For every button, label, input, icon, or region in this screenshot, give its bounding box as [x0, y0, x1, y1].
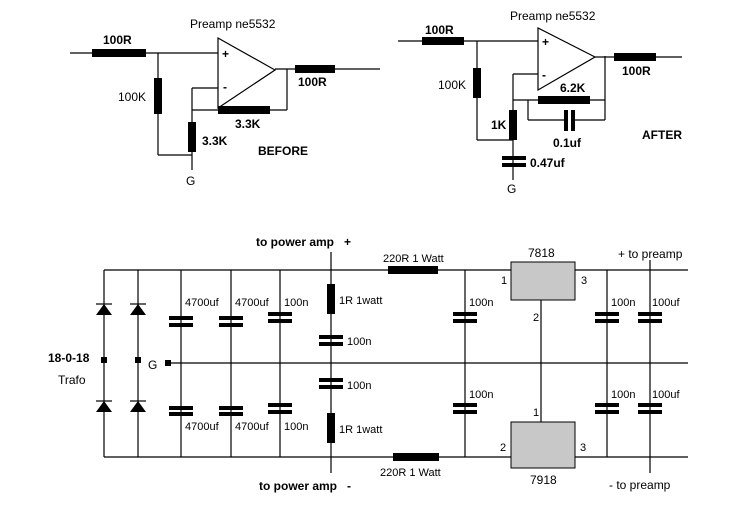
positive-preamp-label: + to preamp — [618, 247, 683, 261]
cap-100n-mid-top-label: 100n — [347, 336, 371, 348]
trafo-label-line2: Trafo — [58, 373, 86, 387]
before-input-resistor-label: 100R — [103, 33, 132, 47]
after-plus-sign: + — [542, 35, 549, 49]
before-gain-resistor-label: 3.3K — [202, 134, 228, 148]
reg-top-pin-3: 3 — [581, 275, 587, 287]
regulator-7818-label: 7818 — [528, 246, 555, 260]
cap-100n-pre-top-label: 100n — [469, 297, 493, 309]
cap-100n-pre-bottom-label: 100n — [469, 389, 493, 401]
bottom-power-amp-sign: - — [347, 479, 351, 493]
diode-3 — [130, 304, 146, 315]
before-circuit: Preamp ne5532 100R 100K 100R 3.3K 3.3K B… — [70, 17, 380, 188]
trafo-terminal-1 — [101, 357, 107, 363]
before-ground-label: G — [186, 174, 195, 188]
after-feedback-resistor — [538, 96, 590, 104]
negative-preamp-label: - to preamp — [609, 478, 671, 492]
after-ground-resistor — [473, 68, 481, 98]
reg-bottom-pin-3: 3 — [580, 442, 586, 454]
r-220r-top — [388, 266, 438, 274]
cap-4700uf-4-label: 4700uf — [235, 421, 270, 433]
r-1r-bottom — [327, 413, 335, 443]
cap-100uf-top-label: 100uf — [652, 297, 680, 309]
after-input-resistor-label: 100R — [425, 23, 454, 37]
ground-terminal — [165, 360, 171, 366]
before-minus-sign: - — [223, 80, 227, 94]
cap-4700uf-2-label: 4700uf — [235, 297, 270, 309]
r-1r-top-label: 1R 1watt — [339, 295, 382, 307]
after-feedback-resistor-label: 6.2K — [560, 81, 586, 95]
regulator-7918-label: 7918 — [530, 473, 557, 487]
after-label: AFTER — [642, 128, 682, 142]
before-plus-sign: + — [222, 47, 229, 61]
trafo-terminal-2 — [135, 357, 141, 363]
after-gain-cap-label: 0.47uf — [530, 156, 566, 170]
r-1r-top — [327, 284, 335, 314]
trafo-label-line1: 18-0-18 — [48, 351, 90, 365]
before-feedback-resistor — [218, 106, 270, 114]
reg-bottom-pin-2: 2 — [500, 442, 506, 454]
before-gain-resistor — [188, 122, 196, 152]
cap-4700uf-3-label: 4700uf — [185, 421, 220, 433]
cap-100n-mid-bottom-label: 100n — [347, 380, 371, 392]
diode-4 — [130, 401, 146, 412]
top-power-amp-label: to power amp — [256, 235, 334, 249]
r-220r-bottom-label: 220R 1 Watt — [380, 467, 441, 479]
bottom-power-amp-label: to power amp — [259, 479, 337, 493]
diode-1 — [96, 304, 112, 315]
r-220r-bottom — [393, 453, 439, 461]
cap-100n-top-left-label: 100n — [284, 297, 308, 309]
after-title: Preamp ne5532 — [510, 9, 596, 23]
after-input-resistor — [422, 37, 464, 45]
reg-bottom-pin-1: 1 — [533, 407, 539, 419]
before-input-resistor — [92, 49, 146, 57]
after-circuit: Preamp ne5532 100R 100K 100R 6.2K 0.1uf … — [398, 9, 682, 196]
after-ground-resistor-label: 100K — [438, 78, 466, 92]
before-title: Preamp ne5532 — [190, 17, 276, 31]
reg-top-pin-2: 2 — [533, 312, 539, 324]
after-feedback-cap-label: 0.1uf — [553, 136, 582, 150]
reg-top-pin-1: 1 — [501, 275, 507, 287]
top-power-amp-sign: + — [344, 235, 351, 249]
ground-label: G — [148, 358, 157, 372]
before-output-resistor-label: 100R — [298, 75, 327, 89]
cap-100n-out-top-label: 100n — [611, 297, 635, 309]
after-gain-resistor — [509, 110, 517, 140]
cap-100n-bottom-left-label: 100n — [284, 421, 308, 433]
cap-4700uf-1-label: 4700uf — [185, 297, 220, 309]
r-220r-top-label: 220R 1 Watt — [383, 253, 444, 265]
before-ground-resistor — [154, 78, 162, 114]
after-gain-resistor-label: 1K — [491, 118, 507, 132]
before-ground-resistor-label: 100K — [118, 90, 146, 104]
cap-100uf-bottom-label: 100uf — [652, 389, 680, 401]
after-output-resistor — [614, 53, 656, 61]
regulator-7918 — [510, 421, 576, 469]
r-1r-bottom-label: 1R 1watt — [339, 424, 382, 436]
regulator-7818 — [510, 261, 576, 301]
before-feedback-resistor-label: 3.3K — [235, 117, 261, 131]
before-label: BEFORE — [258, 144, 308, 158]
cap-100n-out-bottom-label: 100n — [611, 389, 635, 401]
after-minus-sign: - — [542, 68, 546, 82]
before-opamp — [217, 36, 277, 110]
before-output-resistor — [295, 65, 335, 73]
power-supply-circuit: 18-0-18 Trafo G 4700uf 4700uf 4700uf 470… — [48, 235, 688, 493]
diode-2 — [96, 401, 112, 412]
after-opamp — [537, 27, 597, 92]
after-output-resistor-label: 100R — [622, 64, 651, 78]
after-ground-label: G — [507, 182, 516, 196]
